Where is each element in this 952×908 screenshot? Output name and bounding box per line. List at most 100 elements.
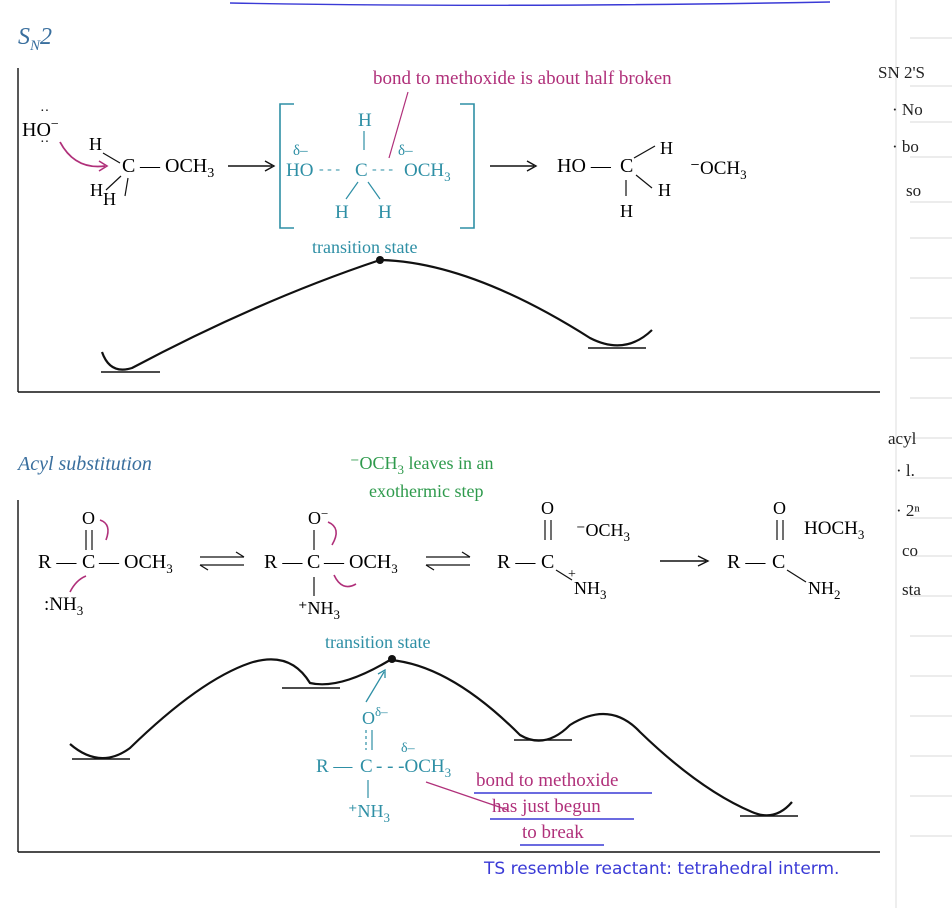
arrowhead: [199, 564, 209, 571]
acyl-ts-OCH3: - - -OCH3: [376, 756, 451, 780]
sn2-attack-arrow: [59, 141, 106, 168]
note-sn2-line-3: so: [906, 181, 921, 200]
acyl-s3-leaving: ⁻OCH3: [576, 520, 630, 544]
acyl-s2-R: R —: [264, 551, 303, 573]
sn2-ts-point: [376, 256, 384, 264]
note-sn2-heading: SN 2'S: [878, 63, 925, 82]
bond: [635, 174, 653, 189]
acyl-s1-O: O: [82, 508, 95, 528]
ts-partial-bond-1: - - -: [319, 162, 340, 177]
sn2-ts-label: transition state: [312, 237, 417, 257]
note-acyl-heading: acyl: [888, 429, 917, 448]
acyl-s3-NH3: NH3: [574, 578, 607, 602]
acyl-s1-attack-arrow: [69, 575, 87, 593]
arrowhead: [526, 160, 538, 172]
acyl-s4-C: C: [772, 551, 785, 573]
acyl-s1-C: C: [82, 551, 95, 573]
sn2-ts-structure: H δ– δ– HO - - - C - - - OCH3 H H: [286, 110, 451, 223]
note-acyl-line-1: · l.: [896, 461, 915, 480]
acyl-s1-arrow: [99, 519, 109, 541]
bond: [555, 569, 573, 581]
sn2-leaving-group: ⁻OCH3: [690, 158, 747, 182]
arrowhead: [235, 551, 245, 558]
bond: [124, 177, 129, 197]
bond: [633, 145, 656, 159]
sn2-nucleophile: HO−: [22, 117, 59, 141]
notes-ruled-lines: [910, 37, 952, 837]
sn2-reactant-OCH3: — OCH3: [139, 155, 214, 181]
note-sn2-line-1: · No: [892, 100, 923, 119]
sn2-reactant-H-top: H: [89, 134, 102, 154]
ts-partial-bond-2: - - -: [372, 162, 393, 177]
acyl-s2-C: C: [307, 551, 320, 573]
sn2-reactant-H-left: H: [90, 180, 103, 200]
acyl-leaves-note-1: ⁻OCH3 leaves in an: [350, 453, 493, 477]
ts-bracket-left: [279, 103, 294, 229]
acyl-ts-delta: δ–: [401, 741, 416, 756]
acyl-bond-note-pointer: [425, 781, 509, 811]
acyl-bond-note-3: to break: [522, 822, 584, 843]
ts-HO: HO: [286, 160, 313, 181]
acyl-ts-NH3: ⁺NH3: [348, 801, 390, 825]
sn2-product-H-bot: H: [620, 201, 633, 221]
acyl-ts-point: [388, 655, 396, 663]
acyl-s2-arrow-1: [327, 521, 337, 546]
acyl-s3-O: O: [541, 498, 554, 518]
acyl-title: Acyl substitution: [16, 453, 152, 475]
ts-C: C: [355, 160, 368, 181]
acyl-s2-OCH3: — OCH3: [323, 551, 398, 576]
ts-bracket-right: [460, 103, 475, 229]
acyl-ts-pointer: [365, 671, 385, 703]
sn2-reactant-H-bot: H: [103, 189, 116, 209]
bond: [786, 569, 807, 583]
bond: [367, 181, 381, 200]
bond: [345, 181, 359, 200]
acyl-ts-O: Oδ–: [362, 704, 388, 728]
acyl-s3-plus: +: [568, 567, 576, 582]
sn2-product-H-mid: H: [658, 180, 671, 200]
arrowhead: [461, 551, 471, 558]
ts-H-2: H: [378, 202, 392, 223]
sn2-bond-note: bond to methoxide is about half broken: [373, 68, 672, 89]
acyl-s2-arrow-2: [333, 574, 357, 588]
sn2-attack-arrowhead: [98, 160, 109, 172]
sn2-product-HO: HO —: [557, 155, 612, 177]
ts-delta-left: δ–: [293, 143, 308, 159]
note-bottom: TS resemble reactant: tetrahedral interm…: [483, 859, 839, 879]
sn2-reactant-C: C: [122, 155, 135, 177]
acyl-ts-structure: Oδ– δ– R — C - - -OCH3 ⁺NH3: [316, 704, 451, 825]
arrowhead: [697, 555, 710, 567]
top-scribble: [229, 1, 831, 6]
acyl-s1-NH3: :NH3: [44, 594, 83, 618]
acyl-s1-OCH3: — OCH3: [98, 551, 173, 576]
sn2-bond-note-pointer: [388, 91, 409, 159]
acyl-ts-C: C: [360, 756, 373, 777]
note-sn2-line-2: · bo: [892, 137, 919, 156]
sn2-product-C: C: [620, 155, 633, 177]
acyl-ts-R: R —: [316, 756, 353, 777]
ts-H-1: H: [335, 202, 349, 223]
acyl-s4-NH2: NH2: [808, 578, 841, 602]
note-acyl-line-4: sta: [902, 580, 921, 599]
acyl-s4-O: O: [773, 498, 786, 518]
note-acyl-line-3: co: [902, 541, 918, 560]
arrowhead: [425, 564, 435, 571]
acyl-energy-curve: [69, 658, 793, 817]
ts-OCH3: OCH3: [404, 160, 451, 184]
acyl-s4-HOCH3: HOCH3: [804, 518, 864, 542]
acyl-s4-R: R —: [727, 551, 766, 573]
sn2-title: SN2: [18, 24, 52, 54]
arrowhead: [377, 668, 386, 678]
acyl-leaves-note-2: exothermic step: [369, 481, 483, 501]
lone-pair-dots-lower: ··: [40, 135, 49, 150]
acyl-s3-R: R —: [497, 551, 536, 573]
sn2-product-H-top: H: [660, 138, 673, 158]
acyl-s2-NH3: ⁺NH3: [298, 598, 340, 622]
ts-delta-right: δ–: [398, 143, 413, 159]
sn2-energy-curve: [100, 258, 653, 371]
acyl-s1-R: R —: [38, 551, 77, 573]
acyl-bond-note-1: bond to methoxide: [476, 770, 618, 791]
handwritten-notes: SN 2'S · No · bo so acyl · l. · 2ⁿ co st…: [878, 63, 925, 599]
ts-H-top: H: [358, 110, 372, 131]
